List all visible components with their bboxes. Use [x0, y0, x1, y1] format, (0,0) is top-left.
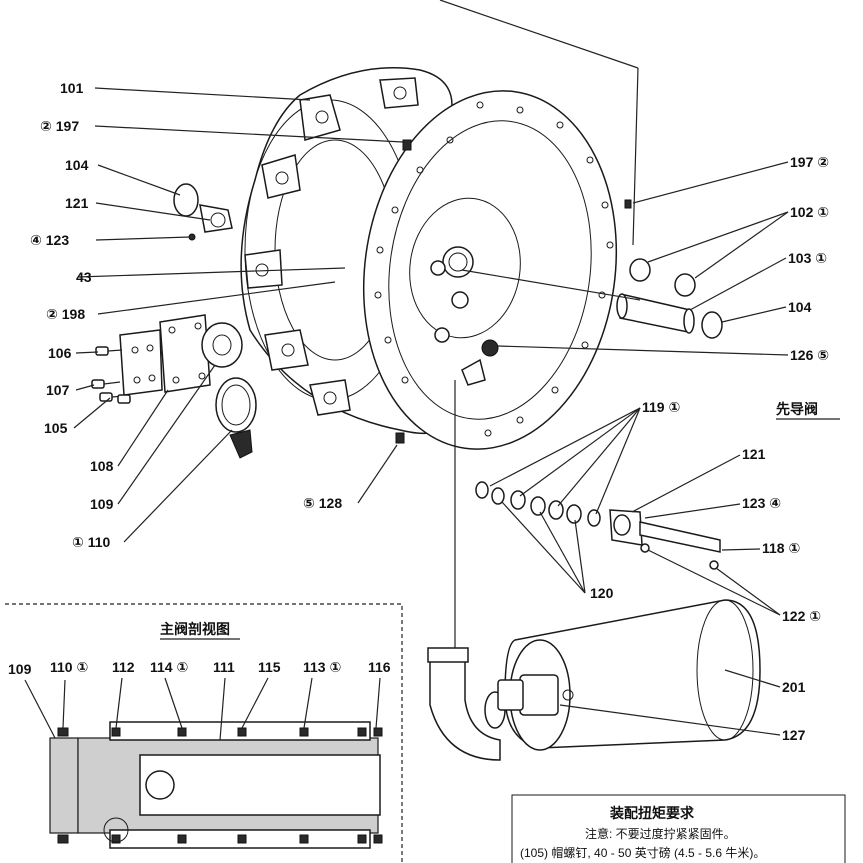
section-view-title: 主阀剖视图	[160, 621, 230, 638]
direction-arrow-icon	[229, 429, 253, 459]
retaining-ring-104b	[701, 311, 723, 339]
callout-104-left: 104	[65, 157, 89, 173]
cap-screws-105	[91, 346, 131, 404]
oring-102b	[674, 273, 696, 297]
callout-198: ② 198	[46, 306, 85, 322]
callout-121-right: 121	[742, 446, 766, 462]
torque-line-105: (105) 帽螺钉, 40 - 50 英寸磅 (4.5 - 5.6 牛米)。	[520, 845, 765, 860]
callout-104-right: 104	[788, 299, 812, 315]
callout-123-right: 123 ④	[742, 495, 781, 511]
tube-103	[616, 258, 723, 339]
section-label-112: 112	[112, 659, 135, 675]
pilot-valve-parts	[475, 481, 721, 570]
callout-119: 119 ①	[642, 399, 680, 415]
callout-105: 105	[44, 420, 68, 436]
callout-126: 126 ⑤	[790, 347, 829, 363]
section-label-110: 110 ①	[50, 659, 88, 675]
stem-118	[639, 521, 721, 553]
callout-197-left: ② 197	[40, 118, 79, 134]
callout-201: 201	[782, 679, 806, 695]
filter-assembly	[427, 599, 761, 761]
diaphragm-109	[201, 322, 243, 368]
section-label-113: 113 ①	[303, 659, 341, 675]
callout-118: 118 ①	[762, 540, 800, 556]
leader-lines	[73, 0, 789, 736]
torque-note: 注意: 不要过度拧紧紧固件。	[585, 826, 736, 841]
callout-107: 107	[46, 382, 70, 398]
section-label-115: 115	[258, 659, 281, 675]
callout-197-right: 197 ②	[790, 154, 829, 170]
callout-120: 120	[590, 585, 614, 601]
gasket-plate	[119, 329, 163, 396]
callout-121-left: 121	[65, 195, 89, 211]
elbow-fitting	[429, 654, 501, 761]
oring-102a	[629, 258, 651, 282]
callout-122: 122 ①	[782, 608, 821, 624]
flange-bolt-holes	[374, 101, 614, 437]
callout-43: 43	[76, 269, 92, 285]
pilot-valve-title: 先导阀	[776, 401, 818, 418]
callout-110: ① 110	[72, 534, 111, 550]
callout-103: 103 ①	[788, 250, 827, 266]
retaining-ring-104	[173, 183, 199, 217]
callout-127: 127	[782, 727, 806, 743]
callout-101: 101	[60, 80, 84, 96]
callout-106: 106	[48, 345, 72, 361]
callout-102: 102 ①	[790, 204, 829, 220]
torque-title: 装配扭矩要求	[609, 805, 695, 822]
section-label-109: 109	[8, 661, 32, 677]
main-valve-section-view: 主阀剖视图 109 110 ① 112 114 ① 111 115 113 ① …	[5, 603, 403, 863]
callout-labels: 101 ② 197 104 121 ④ 123 43 ② 198 106 107…	[30, 80, 829, 743]
callout-123-left: ④ 123	[30, 232, 69, 248]
section-label-116: 116	[368, 659, 391, 675]
callout-128: ⑤ 128	[303, 495, 342, 511]
callout-108: 108	[90, 458, 114, 474]
front-flange	[362, 90, 632, 450]
torque-requirements-box: 装配扭矩要求 注意: 不要过度拧紧紧固件。 (105) 帽螺钉, 40 - 50…	[511, 794, 846, 863]
section-label-111: 111	[213, 659, 235, 675]
callout-109: 109	[90, 496, 114, 512]
pin-121	[199, 204, 233, 233]
cover-plate-108	[159, 314, 211, 393]
left-parts	[91, 183, 257, 459]
section-label-114: 114 ①	[150, 659, 188, 675]
